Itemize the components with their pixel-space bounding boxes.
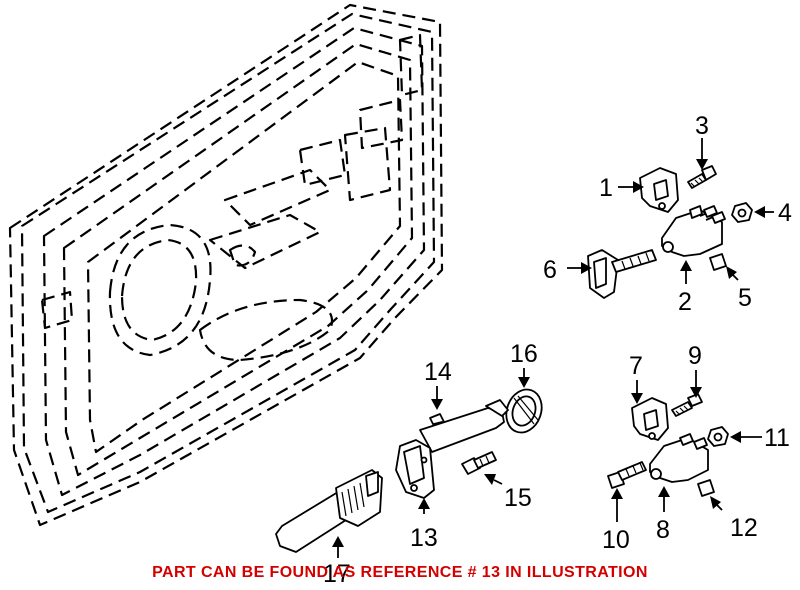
- callout-8: 8: [656, 516, 670, 544]
- part-16-rubber-cap: [505, 388, 543, 434]
- part-4-nut: [731, 202, 753, 223]
- part-3-bolt: [687, 165, 717, 189]
- callout-17: 17: [323, 560, 351, 588]
- callout-14: 14: [424, 358, 452, 386]
- callout-6: 6: [543, 256, 557, 284]
- callout-1: 1: [599, 174, 613, 202]
- callout-9: 9: [688, 342, 702, 370]
- part-9-bolt: [671, 393, 703, 417]
- part-7-hinge-bracket: [631, 397, 669, 441]
- part-1-hinge-bracket: [639, 167, 679, 213]
- door-panel-outline: [8, 3, 444, 527]
- reference-caption: PART CAN BE FOUND AS REFERENCE # 13 IN I…: [152, 564, 648, 581]
- part-12-bushing: [697, 479, 715, 497]
- callout-2: 2: [678, 288, 692, 316]
- callout-10: 10: [602, 526, 630, 554]
- callout-16: 16: [510, 340, 538, 368]
- part-6-stud-plate: [587, 249, 657, 299]
- part-17-door-check-arm: [275, 469, 383, 553]
- part-15-bolt: [461, 451, 497, 475]
- part-13-door-check: [395, 399, 509, 499]
- callout-7: 7: [629, 352, 643, 380]
- part-11-nut: [707, 426, 729, 447]
- callout-11: 11: [764, 424, 790, 452]
- callout-3: 3: [695, 112, 709, 140]
- part-5-bushing: [709, 253, 727, 271]
- callout-5: 5: [738, 284, 752, 312]
- callout-numbers: 1 3 4 6 2 5 7 9 11 10 8 12 16 14 13 15 1…: [323, 112, 792, 588]
- part-10-bolt: [607, 461, 647, 489]
- callout-4: 4: [778, 199, 792, 227]
- callout-13: 13: [410, 524, 438, 552]
- part-8-door-hinge: [649, 433, 709, 483]
- part-2-door-hinge: [661, 205, 726, 257]
- leader-lines: [332, 138, 774, 558]
- callout-15: 15: [504, 484, 532, 512]
- callout-12: 12: [730, 514, 758, 542]
